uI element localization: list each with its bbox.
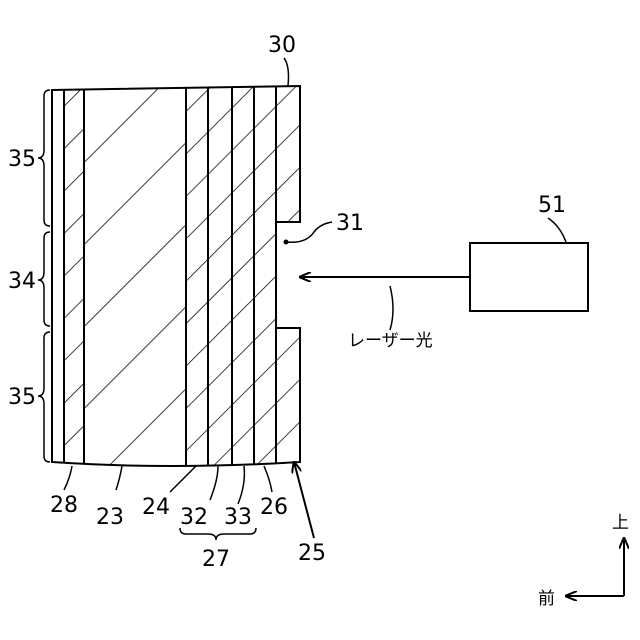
layer-32 [208, 80, 232, 480]
brace-34 [38, 232, 50, 326]
label-51: 51 [538, 193, 566, 218]
label-32: 32 [180, 505, 208, 530]
layer-24 [186, 80, 208, 480]
label-laser-light: レーザー光 [348, 331, 433, 351]
brace-35-top [38, 90, 50, 226]
label-23: 23 [96, 505, 124, 530]
label-34: 34 [8, 269, 36, 294]
label-30: 30 [268, 33, 296, 58]
leader-24 [170, 466, 196, 492]
label-35-bottom: 35 [8, 385, 36, 410]
leader-51 [548, 218, 566, 242]
layer-23 [84, 80, 186, 480]
leader-32 [210, 466, 218, 500]
label-35-top: 35 [8, 147, 36, 172]
label-25: 25 [298, 541, 326, 566]
layer-stack [64, 80, 300, 480]
leader-28 [64, 466, 72, 490]
leader-31 [286, 222, 332, 242]
layer-28 [64, 80, 84, 480]
layer-26 [254, 80, 276, 480]
arrow-25 [294, 462, 314, 538]
label-direction-front: 前 [538, 589, 555, 609]
layer-25 [276, 80, 300, 480]
leader-23 [116, 466, 122, 490]
label-26: 26 [260, 495, 288, 520]
label-28: 28 [50, 493, 78, 518]
brace-35-bottom [38, 332, 50, 462]
label-direction-up: 上 [612, 513, 629, 533]
label-33: 33 [224, 505, 252, 530]
leader-31-dot [284, 240, 289, 245]
layer-33 [232, 80, 254, 480]
label-24: 24 [142, 495, 170, 520]
leader-30 [284, 58, 289, 86]
leader-laser [390, 286, 393, 330]
leader-33 [238, 466, 244, 504]
label-27: 27 [202, 547, 230, 572]
label-31: 31 [336, 211, 364, 236]
laser-device-box [470, 243, 588, 311]
leader-26 [264, 466, 272, 492]
